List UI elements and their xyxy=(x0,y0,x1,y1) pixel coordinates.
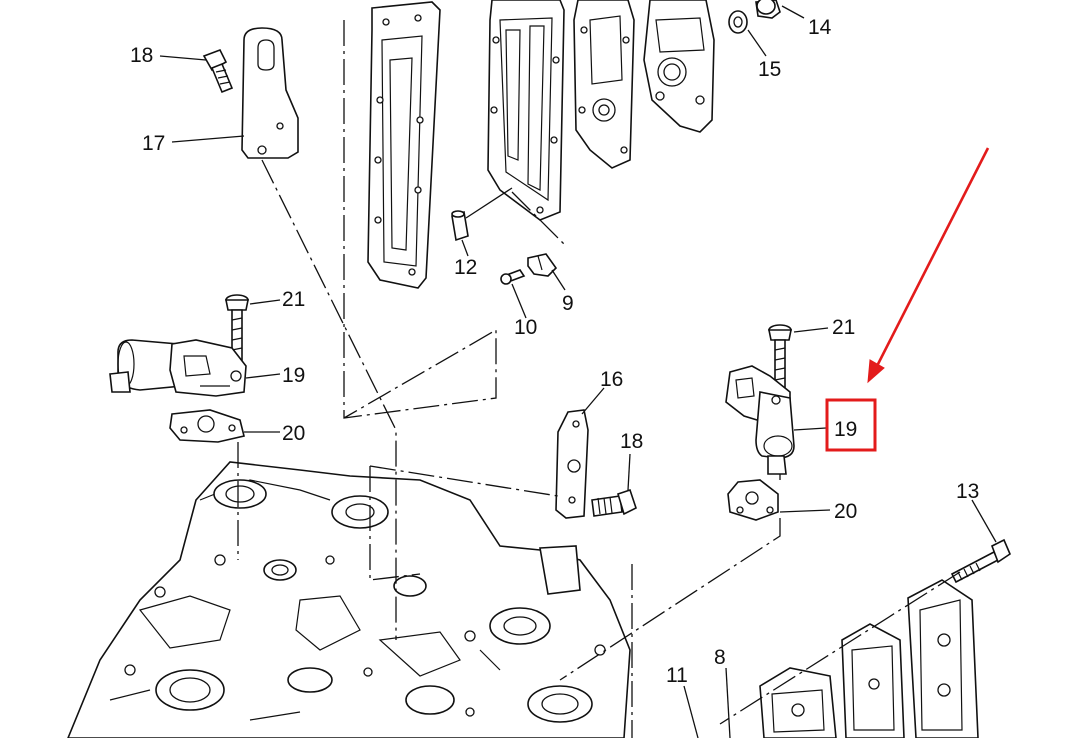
screw-10 xyxy=(500,269,526,285)
callout-21-left: 21 xyxy=(282,288,305,311)
callout-18-center: 18 xyxy=(620,430,643,453)
callout-20-left: 20 xyxy=(282,422,305,445)
callout-11: 11 xyxy=(666,664,688,687)
gasket-20-left xyxy=(169,409,245,443)
callout-20-right: 20 xyxy=(834,500,857,523)
bolt-21-left xyxy=(225,294,249,361)
gasket-20-right xyxy=(727,479,779,521)
cover-8 xyxy=(759,667,837,738)
callout-12: 12 xyxy=(454,256,477,279)
callout-18-upper: 18 xyxy=(130,44,153,67)
callout-19-highlighted: 19 xyxy=(834,418,857,441)
highlight-box xyxy=(825,398,877,452)
callout-15: 15 xyxy=(758,58,781,81)
red-pointer-arrow xyxy=(867,147,990,384)
callout-10: 10 xyxy=(514,316,537,339)
cam-cover-gasket xyxy=(907,579,979,738)
dowel-pin-12 xyxy=(451,210,469,242)
oil-control-valve-19-left xyxy=(109,339,247,397)
cover-plate-center xyxy=(487,0,565,221)
callout-14: 14 xyxy=(808,16,832,39)
callout-13: 13 xyxy=(956,480,979,503)
gasket-center-right xyxy=(573,0,635,169)
oil-control-valve-19-right xyxy=(725,365,795,475)
thermostat-housing xyxy=(643,0,715,133)
callout-21-right: 21 xyxy=(832,316,855,339)
callout-19-left: 19 xyxy=(282,364,305,387)
callout-17: 17 xyxy=(142,132,165,155)
plug-bolt-14 xyxy=(755,0,781,19)
callout-9: 9 xyxy=(562,292,574,315)
gasket-left xyxy=(367,1,441,289)
clip-bracket-9 xyxy=(527,253,558,277)
bracket-16 xyxy=(555,409,589,519)
callout-8: 8 xyxy=(714,646,726,669)
cover-plate-lower xyxy=(841,623,905,738)
bolt-18-upper xyxy=(202,48,234,94)
bolt-18-center xyxy=(591,488,637,517)
cylinder-head xyxy=(67,461,631,738)
callout-16: 16 xyxy=(600,368,623,391)
bolt-13 xyxy=(950,538,1011,584)
bolt-21-right xyxy=(768,324,792,393)
bracket-17 xyxy=(241,27,299,159)
seal-washer-15 xyxy=(728,10,748,34)
